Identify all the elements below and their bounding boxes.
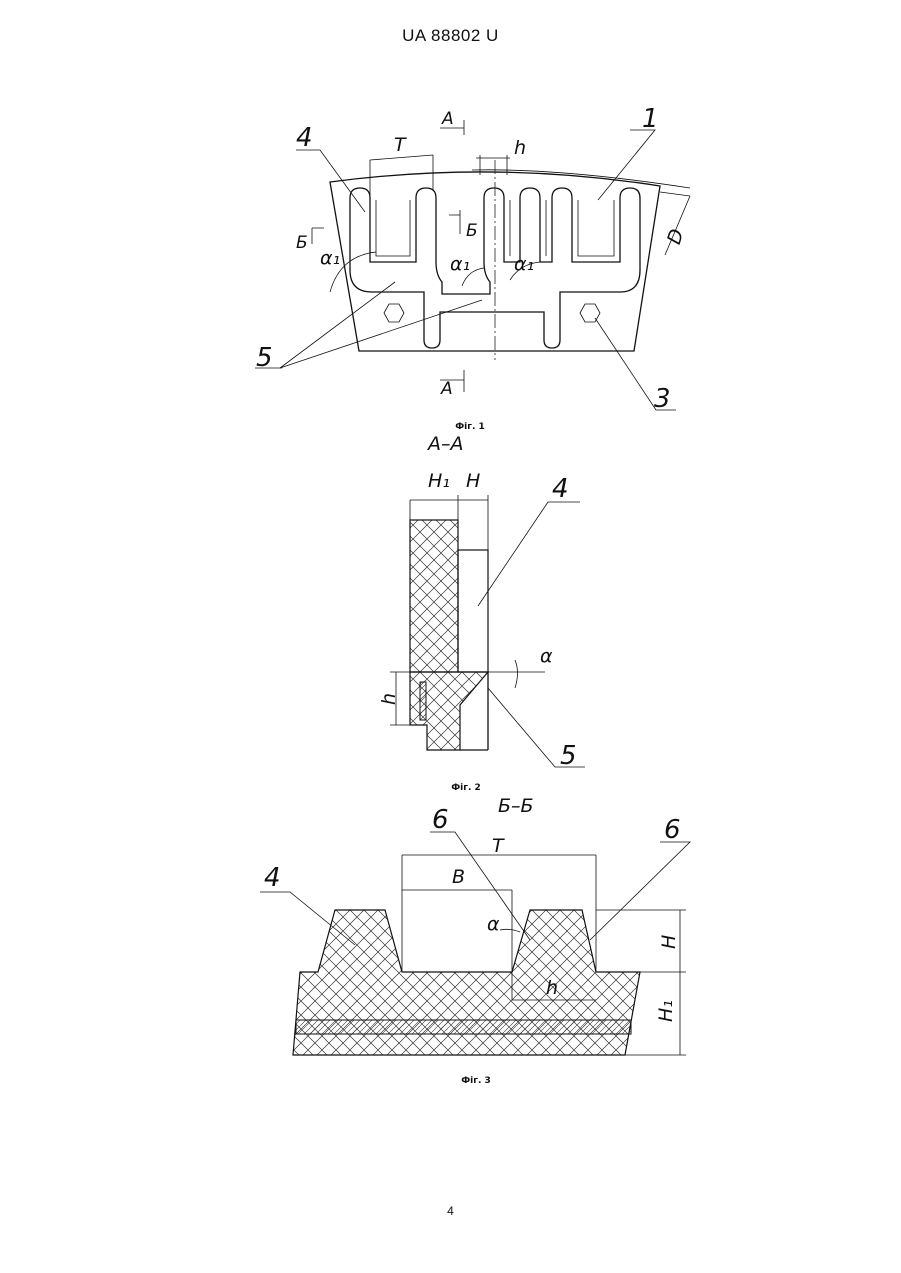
fig1-label-angle-mid: α₁ <box>450 253 470 275</box>
fig1-label-part1: 1 <box>642 104 659 134</box>
fig2-base-layer <box>410 520 458 672</box>
fig3-label-h: H <box>658 935 680 949</box>
fig1-label-angle-left: α₁ <box>320 247 340 269</box>
fig3-label-part6-right: 6 <box>664 815 681 845</box>
fig2-fastener <box>420 682 426 720</box>
fig3-label-pitch: T <box>492 835 505 857</box>
fig2-tooth-body <box>458 550 488 672</box>
fig3-label-h1: H₁ <box>655 1000 677 1022</box>
fig3-leader-lines <box>260 832 690 945</box>
fig1-label-h: h <box>514 137 526 159</box>
figure-3: Б–Б 4 6 6 T B α h H H₁ Фіг. 3 <box>260 795 690 1086</box>
page-number: 4 <box>0 1204 901 1218</box>
fig3-alpha-arc <box>500 929 520 932</box>
fig2-label-h: H <box>466 470 480 492</box>
fig1-label-angle-right: α₁ <box>514 253 534 275</box>
fig2-label-part5: 5 <box>560 741 577 771</box>
fig2-label-h-small: h <box>378 693 400 705</box>
fig1-label-section-a-bottom: A <box>440 379 453 399</box>
fig1-label-pitch: T <box>394 134 407 156</box>
figure-2: A–A H₁ H 4 5 h α Фіг. 2 <box>378 433 585 793</box>
fig1-label-section-b-left: Б <box>296 233 308 253</box>
fig1-label-diameter: D <box>663 226 688 247</box>
fig2-section-title: A–A <box>426 433 464 455</box>
fig2-label-alpha: α <box>540 645 553 667</box>
fig1-label-part3: 3 <box>654 384 671 414</box>
fig1-label-part5: 5 <box>256 343 273 373</box>
fig1-bolt-right <box>580 304 600 322</box>
fig3-label-part4: 4 <box>264 863 281 893</box>
fig3-label-alpha: α <box>487 913 500 935</box>
fig3-label-width: B <box>452 866 465 888</box>
figure-1: 4 1 5 3 T h D A A Б Б α₁ α₁ α₁ Фіг. 1 <box>255 104 690 432</box>
fig1-label-section-b-right: Б <box>466 221 478 241</box>
fig3-section-title: Б–Б <box>498 795 534 817</box>
fig2-leader-lines <box>478 502 585 767</box>
fig2-label-part4: 4 <box>552 474 569 504</box>
fig1-label-section-a-top: A <box>441 109 454 129</box>
fig2-caption: Фіг. 2 <box>451 782 481 793</box>
fig3-reinforcement-layer <box>296 1020 631 1034</box>
fig2-label-h1: H₁ <box>428 470 450 492</box>
fig3-label-h-small: h <box>546 977 558 999</box>
fig3-label-part6-left: 6 <box>432 805 449 835</box>
fig1-angle-arcs <box>330 252 540 292</box>
fig1-caption: Фіг. 1 <box>455 421 485 432</box>
fig3-caption: Фіг. 3 <box>461 1075 491 1086</box>
fig1-label-part4: 4 <box>296 123 313 153</box>
fig1-bolt-left <box>384 304 404 322</box>
